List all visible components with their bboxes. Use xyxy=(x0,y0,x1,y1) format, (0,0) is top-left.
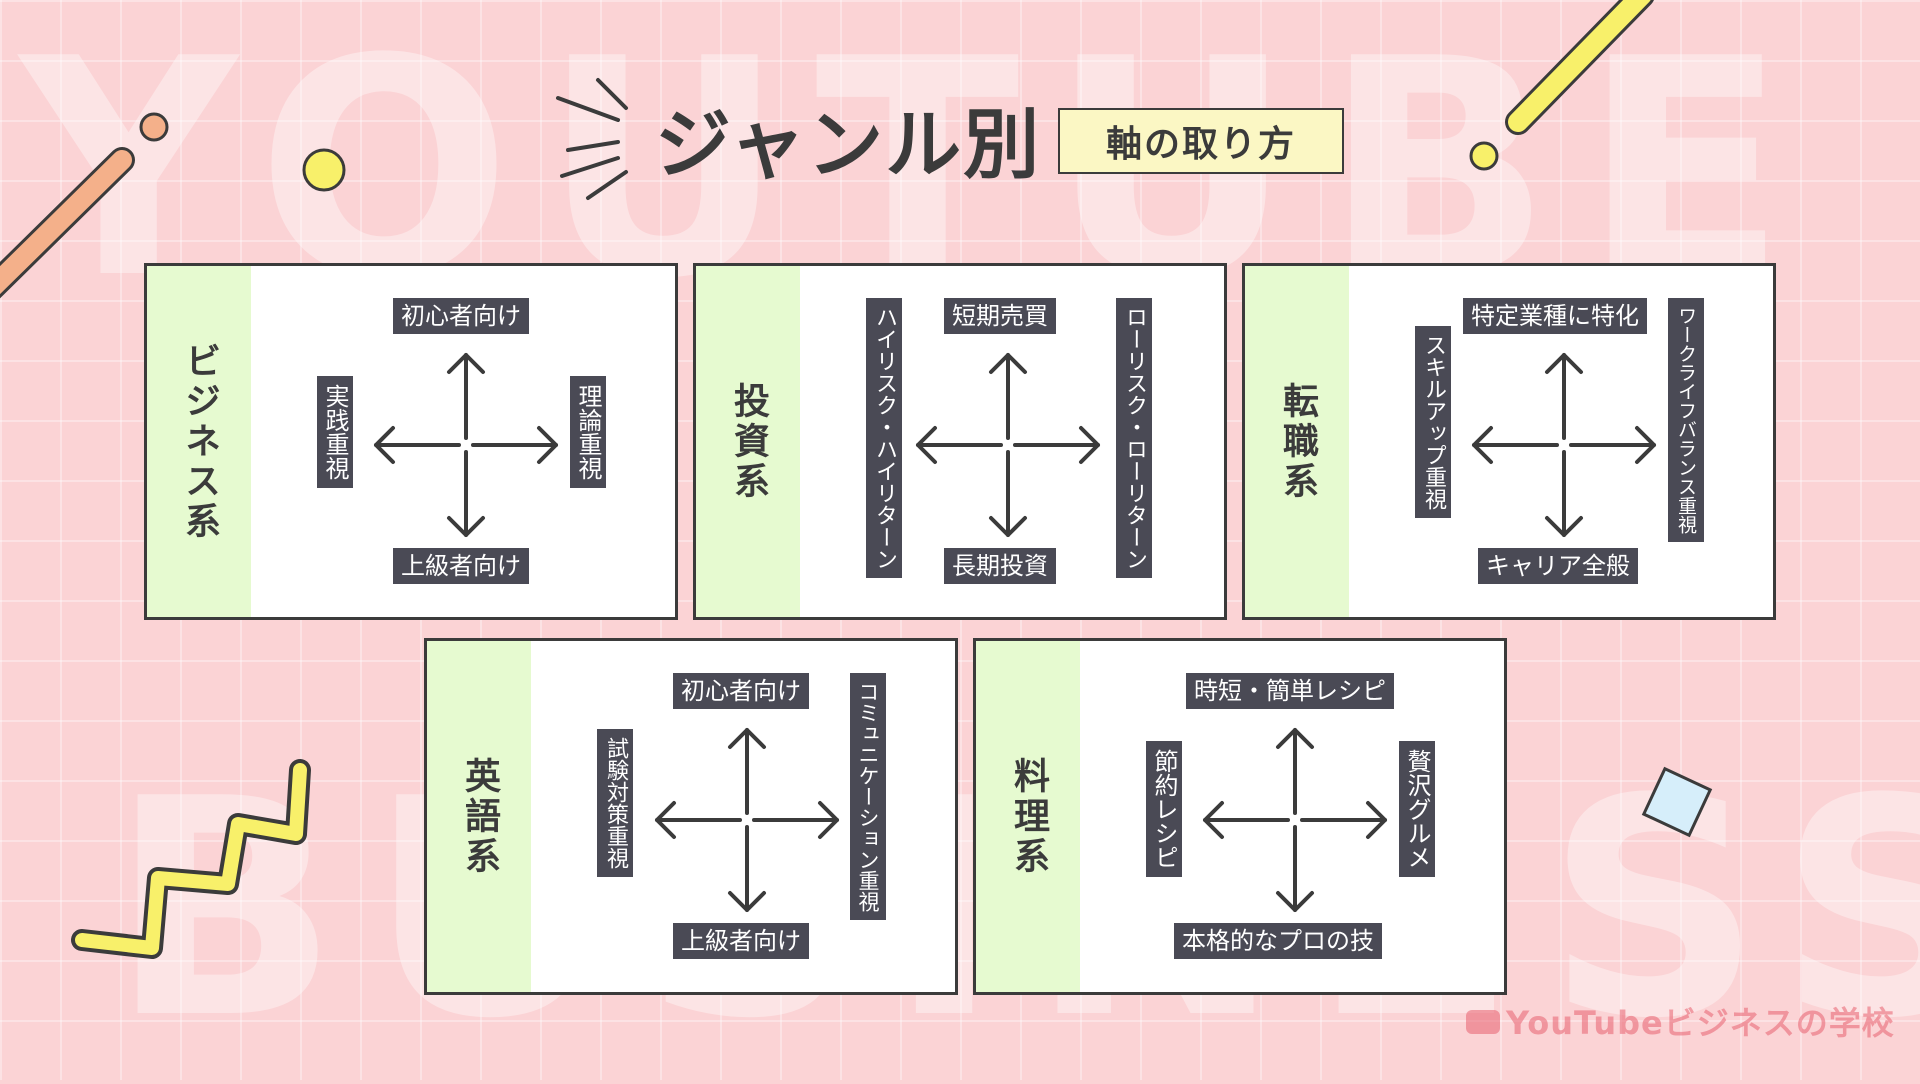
brand-logo-text: YouTubeビジネスの学校 xyxy=(1506,1004,1895,1042)
card-career-bottom-label: キャリア全般 xyxy=(1478,548,1638,584)
page-title: ジャンル別 xyxy=(655,100,1042,189)
brand-logo: YouTubeビジネスの学校 xyxy=(1466,998,1895,1044)
card-business-left-label: 実践重視 xyxy=(317,376,353,488)
card-business-bottom-label: 上級者向け xyxy=(393,548,529,584)
axis-arrows xyxy=(655,728,839,912)
title-sparkle-decoration xyxy=(556,78,628,200)
card-cooking-top-label: 時短・簡単レシピ xyxy=(1186,673,1394,709)
card-career-side: 転職系 xyxy=(1245,266,1349,617)
card-english-side: 英語系 xyxy=(427,641,531,992)
yellow-zigzag-decoration xyxy=(71,759,311,959)
card-investment-bottom-label: 長期投資 xyxy=(944,548,1056,584)
card-english-title: 英語系 xyxy=(459,756,500,877)
card-english-bottom-label: 上級者向け xyxy=(673,923,809,959)
card-cooking: 料理系 時短・簡単レシピ 本格的なプロの技 節約レシピ 贅沢グルメ xyxy=(973,638,1507,995)
card-investment-title: 投資系 xyxy=(728,381,769,502)
blue-square-decoration xyxy=(1641,766,1713,838)
card-cooking-left-label: 節約レシピ xyxy=(1146,741,1182,877)
axis-arrows xyxy=(916,353,1100,537)
card-cooking-right-label: 贅沢グルメ xyxy=(1399,741,1435,877)
card-career-top-label: 特定業種に特化 xyxy=(1463,298,1647,334)
card-business: ビジネス系 初心者向け 上級者向け 実践重視 理論重視 xyxy=(144,263,678,620)
card-career-right-label: ワークライフバランス重視 xyxy=(1668,298,1704,542)
card-english-left-label: 試験対策重視 xyxy=(597,729,633,877)
card-business-title: ビジネス系 xyxy=(179,341,220,542)
card-career: 転職系 特定業種に特化 キャリア全般 スキルアップ重視 ワークライフバランス重視 xyxy=(1242,263,1776,620)
page-subtitle: 軸の取り方 xyxy=(1058,108,1344,174)
card-cooking-bottom-label: 本格的なプロの技 xyxy=(1174,923,1382,959)
card-cooking-title: 料理系 xyxy=(1008,756,1049,877)
card-investment-left-label: ハイリスク・ハイリターン xyxy=(866,298,902,578)
card-investment-right-label: ローリスク・ローリターン xyxy=(1116,298,1152,578)
card-career-left-label: スキルアップ重視 xyxy=(1415,326,1451,518)
yellow-dot-decoration xyxy=(1469,141,1499,171)
yellow-circle-decoration xyxy=(302,148,346,192)
orange-dot-decoration xyxy=(139,112,169,142)
card-cooking-side: 料理系 xyxy=(976,641,1080,992)
card-investment-side: 投資系 xyxy=(696,266,800,617)
card-english-right-label: コミュニケーション重視 xyxy=(850,673,886,920)
axis-arrows xyxy=(1203,728,1387,912)
card-english-top-label: 初心者向け xyxy=(673,673,809,709)
card-business-side: ビジネス系 xyxy=(147,266,251,617)
card-business-right-label: 理論重視 xyxy=(570,376,606,488)
axis-arrows xyxy=(1472,353,1656,537)
card-career-title: 転職系 xyxy=(1277,381,1318,502)
card-english: 英語系 初心者向け 上級者向け 試験対策重視 コミュニケーション重視 xyxy=(424,638,958,995)
axis-arrows xyxy=(374,353,558,537)
play-icon xyxy=(1466,1010,1500,1034)
card-investment: 投資系 短期売買 長期投資 ハイリスク・ハイリターン ローリスク・ローリターン xyxy=(693,263,1227,620)
card-business-top-label: 初心者向け xyxy=(393,298,529,334)
card-investment-top-label: 短期売買 xyxy=(944,298,1056,334)
